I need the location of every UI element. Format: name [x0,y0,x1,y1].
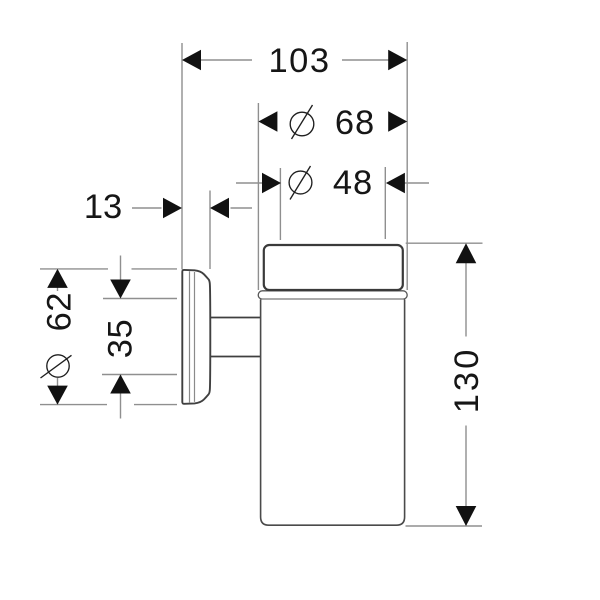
svg-text:48: 48 [333,164,373,202]
svg-text:13: 13 [84,188,122,226]
svg-text:103: 103 [268,42,330,80]
svg-text:35: 35 [102,319,140,358]
svg-text:68: 68 [335,104,375,142]
svg-text:62: 62 [41,292,79,331]
svg-text:130: 130 [448,347,486,414]
